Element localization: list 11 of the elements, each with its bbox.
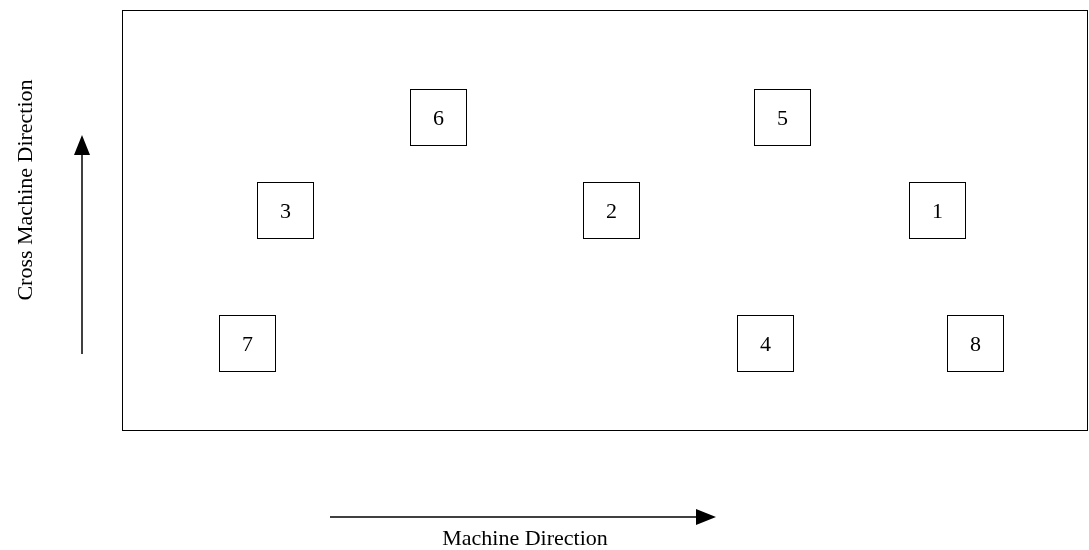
sample-location-box: 5: [754, 89, 811, 146]
sample-location-box: 4: [737, 315, 794, 372]
axis-label: Machine Direction: [442, 525, 608, 550]
sample-location-box: 6: [410, 89, 467, 146]
sample-location-box: 8: [947, 315, 1004, 372]
axis-label: Cross Machine Direction: [12, 79, 38, 301]
sample-location-box: 1: [909, 182, 966, 239]
sheet-outline: [122, 10, 1088, 431]
sample-location-box: 2: [583, 182, 640, 239]
sample-location-box: 7: [219, 315, 276, 372]
sample-location-box: 3: [257, 182, 314, 239]
